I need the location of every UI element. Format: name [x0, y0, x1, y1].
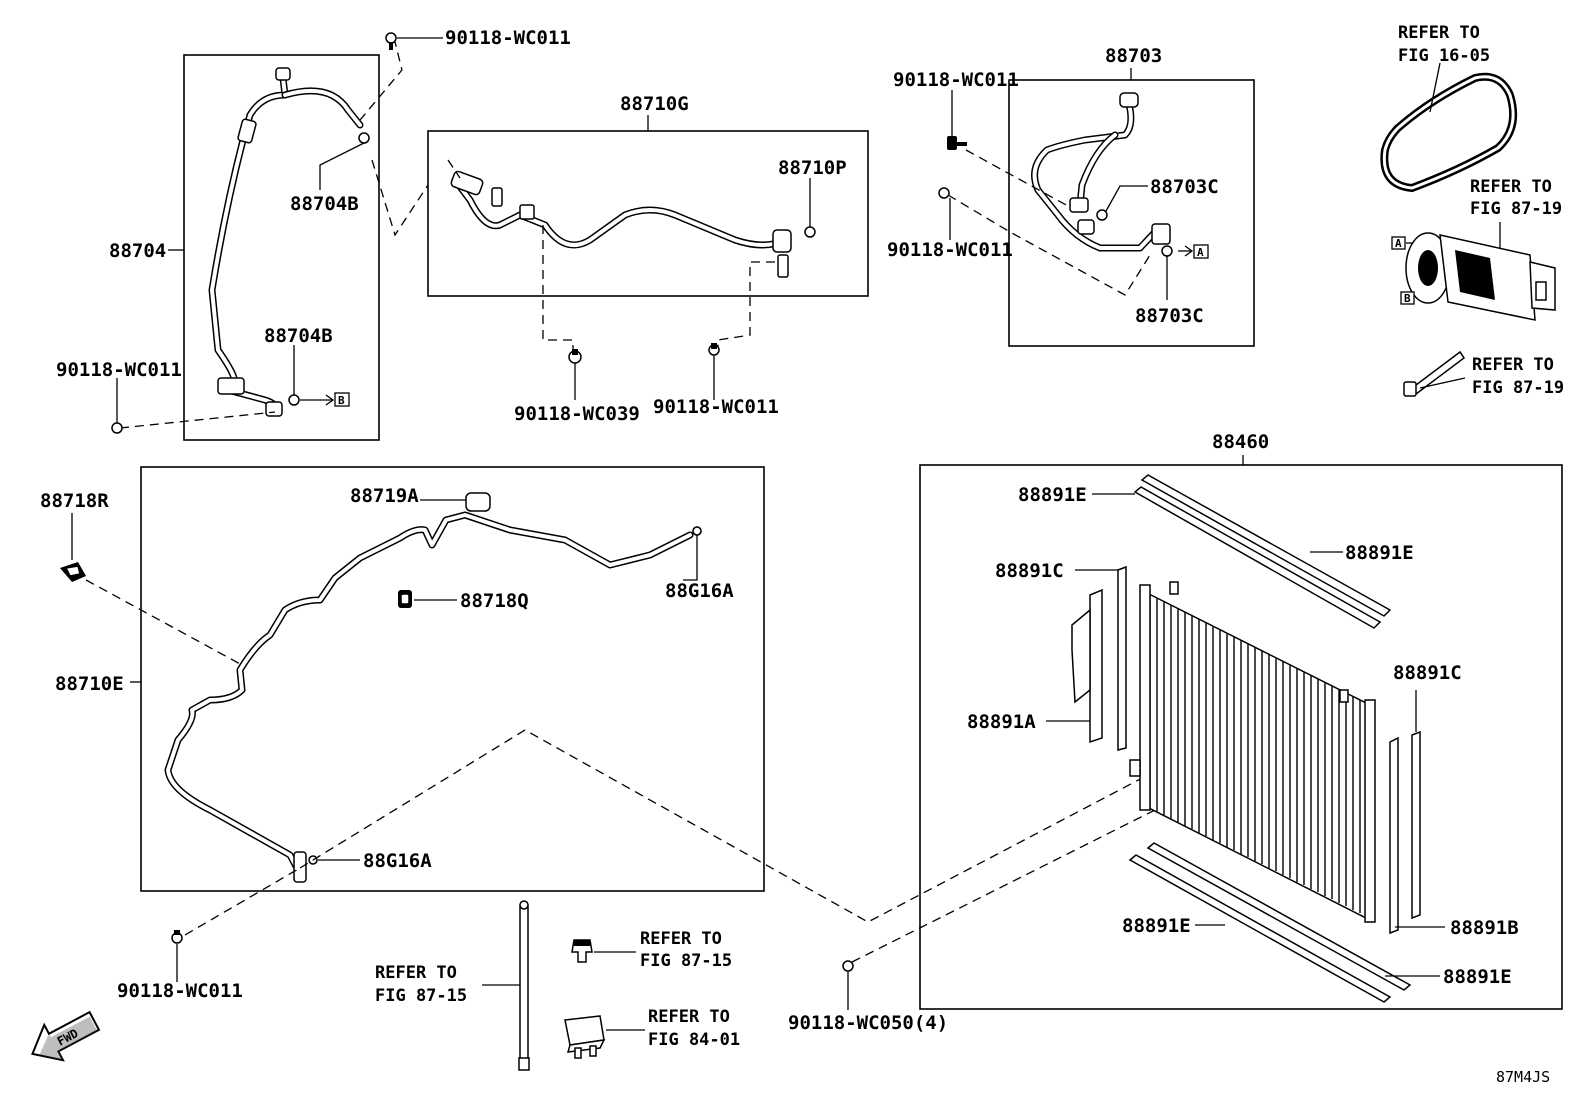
svg-text:A: A	[1197, 246, 1204, 259]
label-seal-88891e-4: 88891E	[1443, 966, 1512, 988]
svg-text:B: B	[338, 394, 345, 407]
label-belt-fig: FIG 16-05	[1398, 46, 1490, 66]
label-grommet-fig: FIG 87-15	[640, 951, 732, 971]
label-oring-88703c-bottom: 88703C	[1135, 305, 1204, 327]
label-seal-88891c-right: 88891C	[1393, 662, 1462, 684]
tag-a-88703: A	[1193, 244, 1209, 259]
ac-compressor	[1405, 232, 1556, 321]
bolt-88703-mid	[938, 187, 950, 199]
label-belt-refer: REFER TO	[1398, 23, 1480, 43]
seal-88891e-top-a	[1140, 474, 1392, 617]
label-condenser-88460: 88460	[1212, 431, 1269, 453]
label-clamp-88718r: 88718R	[40, 490, 109, 512]
clamp-88718r	[60, 562, 86, 582]
seal-88891a-strip	[1089, 588, 1103, 744]
label-bolt-wc050: 90118-WC050(4)	[788, 1012, 948, 1034]
bolt-wc050	[842, 960, 854, 972]
label-oring-88704b-top: 88704B	[290, 193, 359, 215]
clip-88718q	[398, 590, 412, 608]
label-seal-88891c-left: 88891C	[995, 560, 1064, 582]
label-pipe-88710g: 88710G	[620, 93, 689, 115]
label-cap-88719a: 88719A	[350, 485, 419, 507]
label-bolt-refer: REFER TO	[1472, 355, 1554, 375]
grommet-part	[571, 939, 593, 963]
label-bolt-88703-mid: 90118-WC011	[887, 239, 1013, 261]
oring-88703c-bottom	[1161, 245, 1173, 257]
oring-88704b-bottom	[288, 394, 300, 406]
fwd-arrow-icon: FWD	[31, 1010, 101, 1062]
label-rod-refer: REFER TO	[375, 963, 457, 983]
bolt-88703-top	[947, 136, 967, 150]
label-oring-88g16a-bottom: 88G16A	[363, 850, 432, 872]
seal-88891a-pad	[1071, 608, 1091, 704]
label-hose-88703: 88703	[1105, 45, 1162, 67]
box-88704	[183, 54, 380, 441]
bolt-bottom-left	[171, 930, 183, 944]
svg-text:A: A	[1395, 237, 1402, 250]
bolt-left-mid	[111, 422, 123, 434]
label-clip-88718q: 88718Q	[460, 590, 529, 612]
rod-part	[518, 900, 530, 1071]
label-comp-refer: REFER TO	[1470, 177, 1552, 197]
label-seal-88891e-1: 88891E	[1018, 484, 1087, 506]
seal-88891e-bottom-a	[1146, 842, 1412, 991]
label-seal-88891e-3: 88891E	[1122, 915, 1191, 937]
pipe-88710e	[164, 492, 702, 883]
hose-88704	[208, 67, 364, 417]
condenser-88460	[1129, 581, 1376, 923]
tag-b-88704: B	[334, 392, 350, 407]
label-pipe-88710e: 88710E	[55, 673, 124, 695]
label-seal-88891b: 88891B	[1450, 917, 1519, 939]
seal-88891e-top-b	[1133, 486, 1382, 629]
compressor-bolt	[1403, 350, 1466, 397]
label-oring-88g16a-top: 88G16A	[665, 580, 734, 602]
oring-88710p	[804, 226, 816, 238]
seal-88891b-strip	[1389, 736, 1399, 935]
bolt-wc039	[568, 349, 582, 364]
label-seal-88891a: 88891A	[967, 711, 1036, 733]
tag-a-compressor: A	[1391, 236, 1406, 250]
label-rod-fig: FIG 87-15	[375, 986, 467, 1006]
label-bolt-wc011-mid: 90118-WC011	[653, 396, 779, 418]
drive-belt	[1380, 72, 1517, 193]
label-bolt-top-left: 90118-WC011	[445, 27, 571, 49]
label-oring-88704b-bottom: 88704B	[264, 325, 333, 347]
label-seal-88891e-2: 88891E	[1345, 542, 1414, 564]
label-bolt-left-mid: 90118-WC011	[56, 359, 182, 381]
label-bolt-bottom-left: 90118-WC011	[117, 980, 243, 1002]
seal-88891c-left-strip	[1117, 565, 1127, 751]
box-88710e	[140, 466, 765, 892]
label-oring-88703c-top: 88703C	[1150, 176, 1219, 198]
label-relay-refer: REFER TO	[648, 1007, 730, 1027]
hose-88703	[1031, 92, 1171, 252]
svg-text:B: B	[1404, 292, 1411, 305]
oring-88g16a-top	[692, 526, 702, 536]
label-bolt-88703-top: 90118-WC011	[893, 69, 1019, 91]
bolt-wc011-mid	[708, 343, 720, 356]
relay-part	[564, 1015, 606, 1059]
label-grommet-refer: REFER TO	[640, 929, 722, 949]
label-bolt-fig: FIG 87-19	[1472, 378, 1564, 398]
label-relay-fig: FIG 84-01	[648, 1030, 740, 1050]
box-88460	[919, 464, 1563, 1010]
label-bolt-wc039: 90118-WC039	[514, 403, 640, 425]
oring-88704b-top	[358, 132, 370, 144]
label-hose-88704: 88704	[109, 240, 166, 262]
seal-88891c-right-strip	[1411, 730, 1421, 920]
seal-88891e-bottom-b	[1128, 854, 1392, 1003]
bolt-top-left	[385, 32, 397, 50]
label-oring-88710p: 88710P	[778, 157, 847, 179]
tag-b-compressor: B	[1400, 291, 1415, 305]
oring-88703c-top	[1096, 209, 1108, 221]
label-comp-fig: FIG 87-19	[1470, 199, 1562, 219]
drawing-code: 87M4JS	[1496, 1068, 1550, 1086]
pipe-88710g	[450, 170, 792, 278]
